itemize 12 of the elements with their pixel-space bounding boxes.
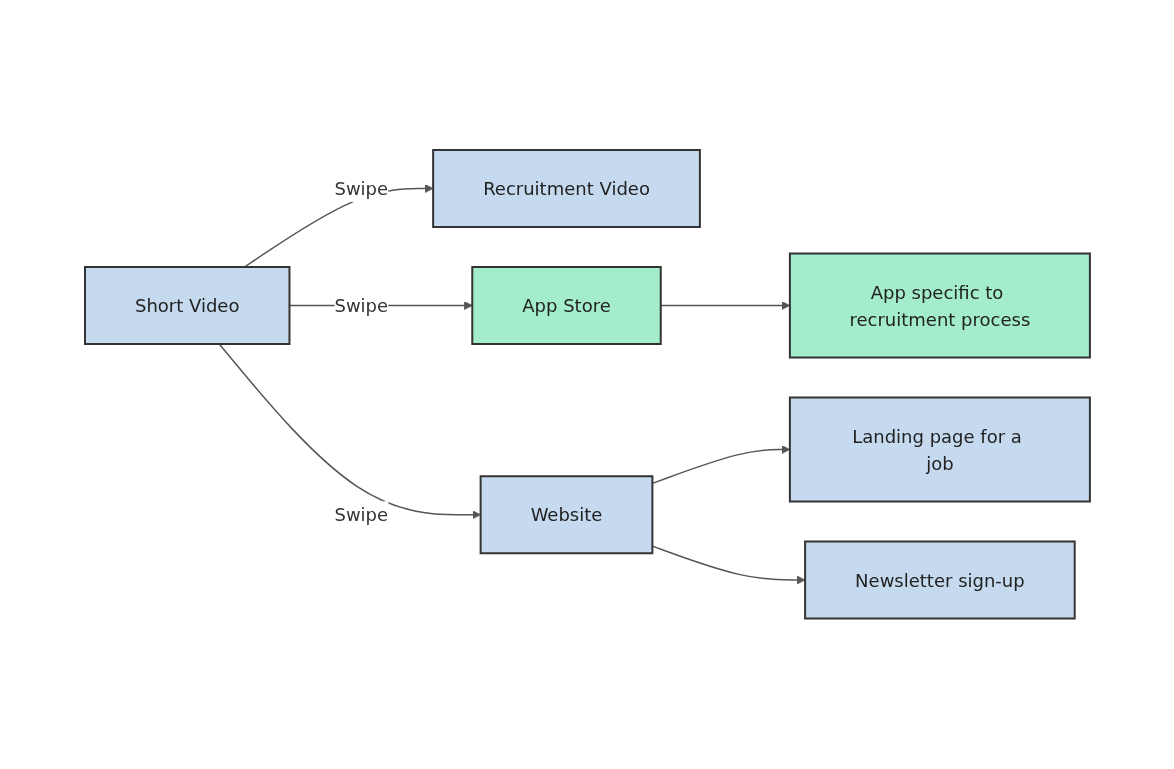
- node-box: Recruitment Video: [431, 149, 701, 229]
- edge-label: Swipe: [334, 178, 388, 200]
- node-box: App Store: [470, 266, 662, 346]
- edge-label: Swipe: [334, 295, 388, 317]
- arrow: [651, 445, 790, 485]
- edge-label: Swipe: [334, 504, 388, 526]
- arrow: [218, 343, 481, 520]
- node-box: Newsletter sign-up: [803, 540, 1076, 620]
- node-box: Landing page for a job: [788, 396, 1091, 503]
- node-box: App specific to recruitment process: [788, 252, 1091, 359]
- node-box: Website: [479, 475, 653, 555]
- node-box: Short Video: [83, 266, 290, 346]
